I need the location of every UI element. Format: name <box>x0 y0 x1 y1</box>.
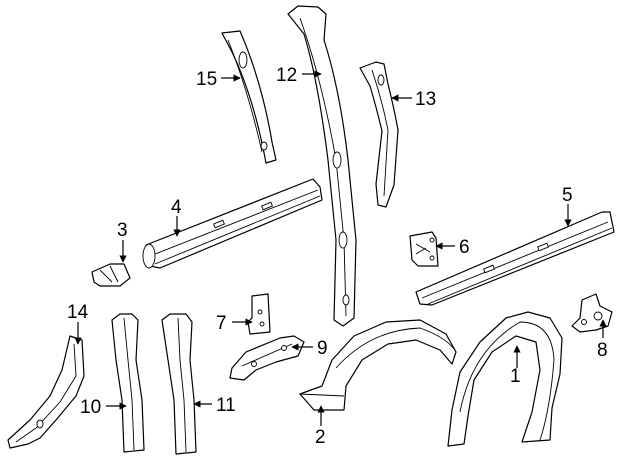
part-7-plate <box>247 293 271 335</box>
callout-labels: 1 2 3 4 5 6 7 8 9 10 11 12 13 14 15 <box>67 65 608 448</box>
callout-9: 9 <box>317 338 328 359</box>
part-11-lower-pillar <box>161 313 197 455</box>
callout-2: 2 <box>315 427 326 448</box>
part-13-rear-pillar <box>359 61 399 208</box>
part-6-gusset <box>409 231 439 267</box>
part-4-rocker-left <box>142 178 323 269</box>
part-8-hinge-bracket <box>571 293 613 333</box>
part-15-pillar-upper <box>221 30 277 164</box>
callout-10: 10 <box>80 397 101 418</box>
part-12-center-pillar <box>287 5 357 327</box>
part-9-reinforcement <box>229 335 305 381</box>
part-3-bracket <box>91 263 131 287</box>
callout-6: 6 <box>459 237 470 258</box>
callout-5: 5 <box>562 185 573 206</box>
callout-15: 15 <box>196 69 217 90</box>
part-5-rocker-right <box>415 211 615 306</box>
part-2-wheelhouse-inner <box>299 319 457 411</box>
callout-14: 14 <box>67 302 89 323</box>
callout-3: 3 <box>117 220 128 241</box>
part-1-wheelhouse-outer <box>447 311 563 447</box>
callout-11: 11 <box>216 395 236 416</box>
callout-8: 8 <box>597 340 608 361</box>
callout-1: 1 <box>510 366 521 387</box>
part-10-lower-pillar <box>111 313 145 453</box>
callout-4: 4 <box>171 197 182 218</box>
callout-13: 13 <box>415 89 436 110</box>
callout-leaders <box>74 70 607 426</box>
part-14-lower-strip <box>7 335 85 449</box>
callout-7: 7 <box>216 313 227 334</box>
callout-12: 12 <box>276 65 297 86</box>
